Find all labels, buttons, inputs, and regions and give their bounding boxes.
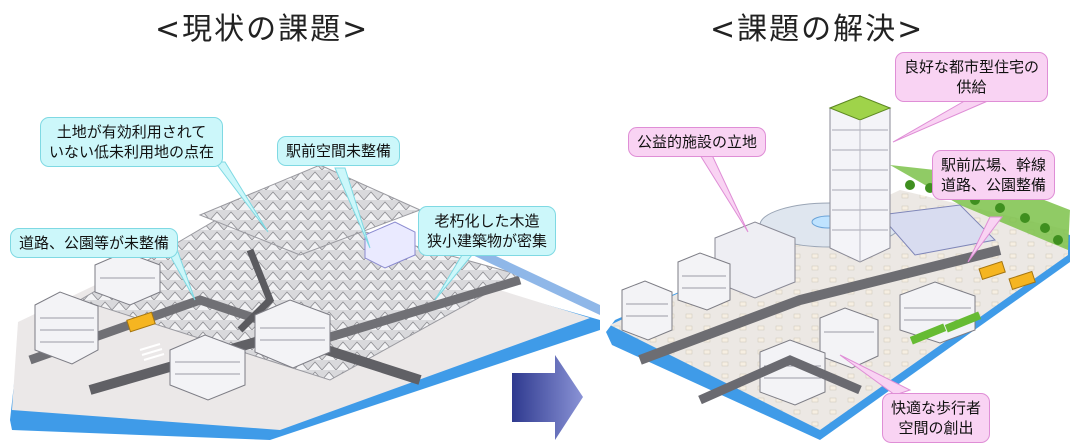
callout-line: 空間の創出 <box>898 419 974 437</box>
callout-line: 公益的施設の立地 <box>637 133 758 151</box>
right-green-strip-1 <box>909 323 947 345</box>
right-bus-2 <box>1008 270 1036 291</box>
callout-public-facility: 公益的施設の立地 <box>628 127 767 157</box>
callout-line: 道路、公園整備 <box>941 176 1047 194</box>
callout-line: 道路、公園等が未整備 <box>19 234 170 252</box>
callout-line: 良好な都市型住宅の <box>904 58 1040 76</box>
callout-low-use-land: 土地が有効利用されて いない低未利用地の点在 <box>40 117 224 167</box>
callout-line: 供給 <box>956 78 987 96</box>
callout-line: 土地が有効利用されて <box>56 123 207 141</box>
callout-roads-parks: 道路、公園等が未整備 <box>10 228 179 258</box>
callout-line: 狭小建築物が密集 <box>427 232 548 250</box>
left-callout-pointers <box>167 161 474 301</box>
right-green-strip-2 <box>944 311 982 333</box>
left-station-building <box>364 221 416 269</box>
left-crosswalk <box>139 343 165 361</box>
left-side-road <box>237 248 275 333</box>
right-bus-1 <box>978 260 1006 281</box>
callout-line: 快適な歩行者 <box>891 399 982 417</box>
left-bus <box>126 311 156 333</box>
right-tree-dots <box>905 180 1063 245</box>
left-city-scene <box>10 164 600 440</box>
left-section-title: <現状の課題> <box>155 12 370 47</box>
callout-line: いない低未利用地の点在 <box>49 143 215 161</box>
callout-line: 老朽化した木造 <box>434 212 540 230</box>
callout-line: 駅前空間未整備 <box>286 142 392 160</box>
callout-station-plaza: 駅前広場、幹線 道路、公園整備 <box>932 150 1056 200</box>
transition-arrow <box>512 355 583 440</box>
callout-station-front: 駅前空間未整備 <box>277 136 401 166</box>
callout-housing: 良好な都市型住宅の 供給 <box>895 52 1049 102</box>
right-main-road <box>638 245 1002 365</box>
callout-pedestrian: 快適な歩行者 空間の創出 <box>882 393 991 443</box>
right-front-road <box>698 355 862 405</box>
left-apartments <box>34 251 331 401</box>
callout-line: 駅前広場、幹線 <box>941 156 1047 174</box>
right-section-title: <課題の解決> <box>710 12 925 47</box>
right-station-square <box>879 204 997 256</box>
right-tower <box>828 95 892 263</box>
callout-old-wood: 老朽化した木造 狭小建築物が密集 <box>418 206 557 256</box>
